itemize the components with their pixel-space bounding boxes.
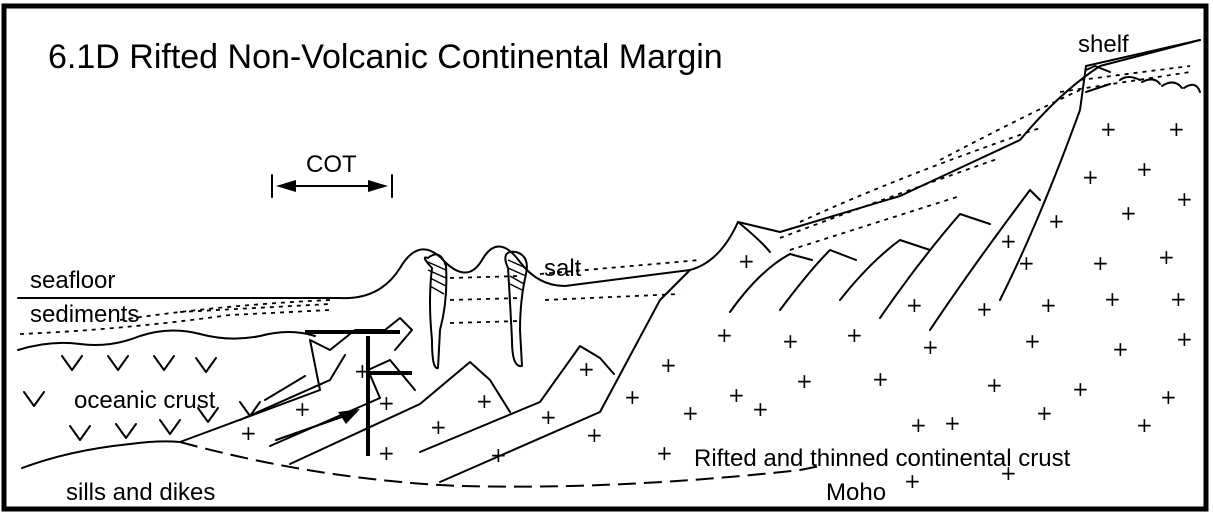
plus-symbol: +: [976, 297, 993, 321]
plus-symbol: +: [910, 413, 927, 437]
label-sills-and-dikes: sills and dikes: [66, 479, 215, 506]
plus-symbol: +: [738, 249, 755, 273]
plus-symbol: +: [240, 421, 257, 445]
salt-diapirs: [423, 250, 528, 370]
plus-symbol: +: [1082, 165, 1099, 189]
sill-dike-feature: [305, 330, 412, 456]
plus-symbol: +: [682, 401, 699, 425]
label-shelf: shelf: [1078, 31, 1129, 58]
oceanic-crust-symbols: [23, 355, 261, 441]
plus-symbol: +: [1048, 209, 1065, 233]
plus-symbol: +: [752, 397, 769, 421]
plus-symbol: +: [986, 373, 1003, 397]
plus-symbol: +: [1000, 461, 1017, 485]
plus-symbol: +: [1120, 201, 1137, 225]
diagram-frame: [1, 3, 1209, 512]
plus-symbol: +: [1040, 293, 1057, 317]
plus-symbol: +: [586, 423, 603, 447]
plus-symbol: +: [1176, 327, 1193, 351]
plus-symbol: +: [354, 359, 371, 383]
label-seafloor: seafloor: [30, 267, 115, 294]
v-symbol: [239, 401, 261, 417]
label-continental-crust: Rifted and thinned continental crust: [694, 445, 1071, 472]
plus-symbol: +: [476, 389, 493, 413]
plus-symbol: +: [656, 441, 673, 465]
v-symbol: [23, 391, 45, 407]
plus-symbol: +: [294, 397, 311, 421]
plus-symbol: +: [1136, 413, 1153, 437]
plus-symbol: +: [660, 353, 677, 377]
sediment-layers: [19, 65, 1191, 335]
oceanic-crust-top: [17, 329, 316, 351]
v-symbol: [153, 355, 175, 371]
plus-symbol: +: [1112, 337, 1129, 361]
plus-symbol: +: [1072, 377, 1089, 401]
v-symbol: [195, 357, 217, 373]
plus-symbol: +: [1024, 329, 1041, 353]
continental-crust-symbols: ++++++++++++++++++++++++++++++++++++++++…: [240, 117, 1193, 493]
diagram-title: 6.1D Rifted Non-Volcanic Continental Mar…: [48, 38, 723, 76]
label-salt: salt: [544, 255, 582, 282]
plus-symbol: +: [430, 415, 447, 439]
label-sediments: sediments: [30, 301, 139, 328]
label-cot: COT: [306, 151, 357, 178]
plus-symbol: +: [904, 469, 921, 493]
v-symbol: [61, 355, 83, 371]
plus-symbol: +: [490, 443, 507, 467]
v-symbol: [115, 423, 137, 439]
seafloor-line: [17, 39, 1201, 300]
plus-symbol: +: [906, 293, 923, 317]
cot-span-arrow: [271, 174, 393, 198]
plus-symbol: +: [1136, 157, 1153, 181]
plus-symbol: +: [1168, 117, 1185, 141]
plus-symbol: +: [624, 385, 641, 409]
v-symbol: [159, 419, 181, 435]
label-moho: Moho: [826, 479, 886, 506]
ocean-continent-boundary: [264, 375, 306, 401]
plus-symbol: +: [872, 367, 889, 391]
plus-symbol: +: [922, 335, 939, 359]
plus-symbol: +: [944, 411, 961, 435]
plus-symbol: +: [1176, 187, 1193, 211]
oceanic-crust-base: [21, 440, 181, 469]
plus-symbol: +: [540, 405, 557, 429]
plus-symbol: +: [716, 323, 733, 347]
shelf-edge-line: [1085, 39, 1201, 67]
plus-symbol: +: [1104, 287, 1121, 311]
plus-symbol: +: [578, 357, 595, 381]
label-oceanic-crust: oceanic crust: [74, 387, 216, 414]
plus-symbol: +: [1018, 251, 1035, 275]
plus-symbol: +: [728, 383, 745, 407]
plus-symbol: +: [1000, 229, 1017, 253]
v-symbol: [69, 425, 91, 441]
plus-symbol: +: [846, 323, 863, 347]
plus-symbol: +: [782, 329, 799, 353]
plus-symbol: +: [796, 369, 813, 393]
plus-symbol: +: [1092, 251, 1109, 275]
plus-symbol: +: [1160, 385, 1177, 409]
plus-symbol: +: [1036, 401, 1053, 425]
v-symbol: [107, 355, 129, 371]
plus-symbol: +: [378, 391, 395, 415]
plus-symbol: +: [1158, 245, 1175, 269]
sills-dikes-arrow: [275, 409, 360, 441]
v-symbol: [197, 407, 219, 423]
plus-symbol: +: [1170, 287, 1187, 311]
plus-symbol: +: [1100, 117, 1117, 141]
plus-symbol: +: [378, 441, 395, 465]
moho-line: [179, 441, 821, 488]
